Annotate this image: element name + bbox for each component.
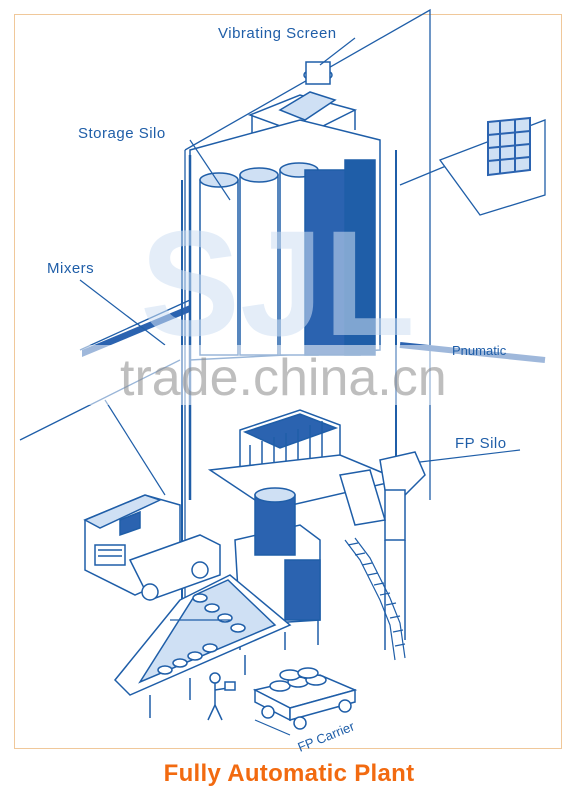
watermark-text: trade.china.cn — [120, 349, 447, 407]
watermark-band — [15, 345, 561, 405]
svg-text:SJL: SJL — [140, 199, 415, 367]
fp-silo — [339, 451, 426, 650]
worker — [207, 672, 236, 721]
window-grid — [487, 116, 531, 177]
storage-silos — [181, 119, 397, 610]
leader-lines — [79, 37, 521, 736]
fp-carrier — [252, 667, 358, 730]
truck — [83, 494, 221, 601]
caption: Fully Automatic Plant — [163, 760, 415, 787]
stairs — [344, 537, 406, 661]
label-mixers: Mixers — [47, 260, 94, 277]
label-vibrating-screen: Vibrating Screen — [218, 25, 337, 42]
diagram-frame — [14, 14, 562, 749]
label-fp-silo: FP Silo — [455, 435, 507, 452]
label-storage-silo: Storage Silo — [78, 125, 166, 142]
brand-logo: SJL — [140, 199, 415, 367]
conveyor — [113, 574, 292, 718]
label-pneumatic: Pnumatic — [452, 343, 507, 358]
